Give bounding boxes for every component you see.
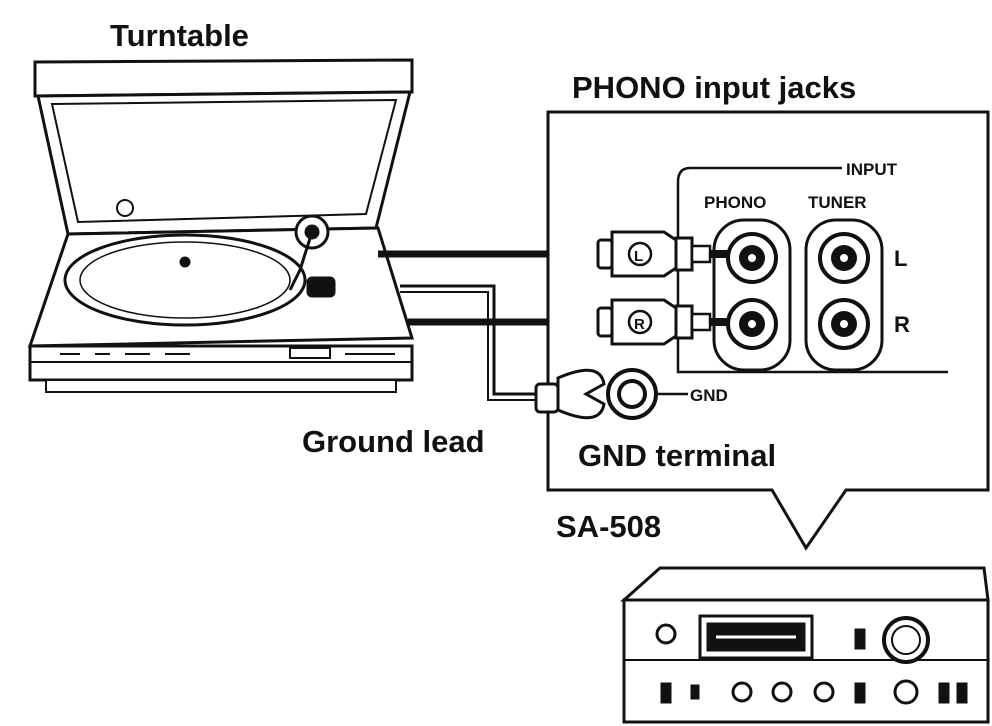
amplifier-sa508 bbox=[620, 566, 990, 724]
plug-right-marker: R bbox=[634, 316, 645, 333]
turntable-label: Turntable bbox=[110, 18, 249, 53]
phono-left-jack bbox=[726, 232, 778, 284]
gnd-terminal-label: GND terminal bbox=[578, 438, 776, 473]
ground-lead-cable bbox=[400, 284, 540, 396]
gnd-terminal bbox=[606, 368, 688, 420]
tuner-left-jack bbox=[818, 232, 870, 284]
plug-left-marker: L bbox=[634, 248, 643, 265]
rca-plug-left bbox=[596, 230, 728, 278]
left-channel-label: L bbox=[894, 246, 907, 271]
rca-plug-right bbox=[596, 298, 728, 346]
phono-right-jack bbox=[726, 298, 778, 350]
ground-spade-lug bbox=[534, 368, 606, 420]
ground-lead-label: Ground lead bbox=[302, 424, 485, 459]
tuner-right-jack bbox=[818, 298, 870, 350]
gnd-small-label: GND bbox=[690, 386, 728, 405]
rear-panel-closeup bbox=[546, 110, 990, 551]
tuner-label: TUNER bbox=[808, 193, 867, 212]
phono-input-jacks-label: PHONO input jacks bbox=[572, 70, 856, 105]
turntable bbox=[27, 58, 415, 393]
phono-label: PHONO bbox=[704, 193, 766, 212]
input-label: INPUT bbox=[846, 160, 898, 179]
model-label: SA-508 bbox=[556, 509, 661, 544]
right-channel-label: R bbox=[894, 312, 910, 337]
